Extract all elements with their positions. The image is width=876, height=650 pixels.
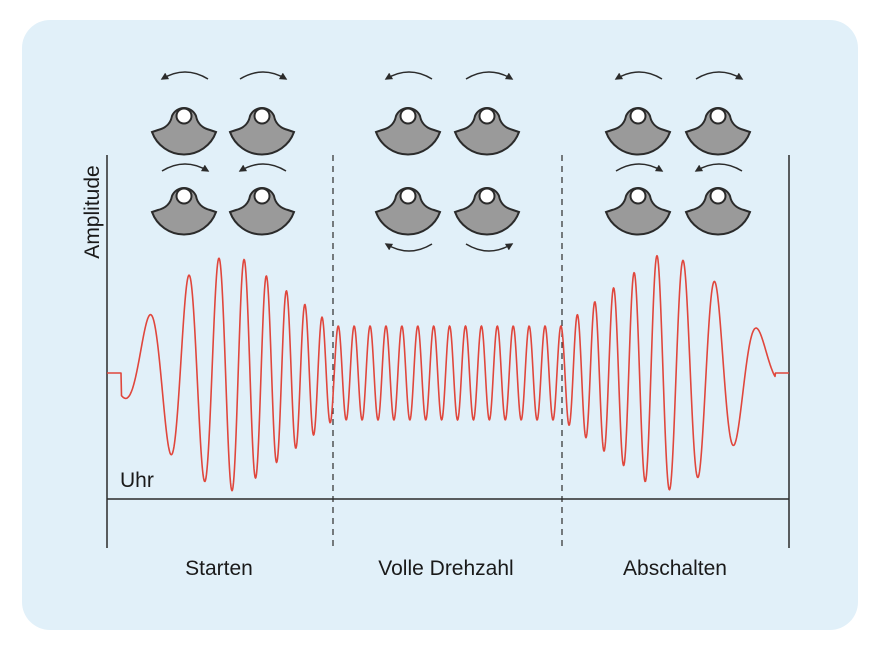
eccentric-weight-icon <box>228 107 296 156</box>
phase-label-start: Starten <box>185 557 253 580</box>
rotation-arrow-icon <box>161 163 210 172</box>
rotation-arrow-icon <box>615 163 664 172</box>
amplitude-signal-line <box>106 254 790 492</box>
eccentric-weight-icon <box>150 187 218 236</box>
x-axis-label: Uhr <box>120 469 154 492</box>
rotation-arrow-icon <box>694 163 743 172</box>
eccentric-weight-icon <box>453 187 521 236</box>
eccentric-weight-icon <box>374 107 442 156</box>
eccentric-weight-icon <box>604 107 672 156</box>
eccentric-weight-icon <box>453 107 521 156</box>
eccentric-weight-icon <box>684 187 752 236</box>
rotation-arrow-icon <box>160 71 209 80</box>
rotation-arrow-icon <box>384 243 433 252</box>
phase-label-stop: Abschalten <box>623 557 727 580</box>
rotation-arrow-icon <box>695 71 744 80</box>
rotation-arrow-icon <box>614 71 663 80</box>
eccentric-weight-icon <box>374 187 442 236</box>
rotation-arrow-icon <box>384 71 433 80</box>
rotation-arrow-icon <box>238 163 287 172</box>
eccentric-weight-icon <box>150 107 218 156</box>
eccentric-weight-icon <box>604 187 672 236</box>
phase-label-full-speed: Volle Drehzahl <box>378 557 513 580</box>
rotation-arrow-icon <box>239 71 288 80</box>
rotation-arrow-icon <box>465 243 514 252</box>
rotation-arrows-group <box>160 71 744 252</box>
eccentric-weight-icon <box>228 187 296 236</box>
eccentric-weights-group <box>150 107 752 236</box>
eccentric-weight-icon <box>684 107 752 156</box>
rotation-arrow-icon <box>465 71 514 80</box>
y-axis-label: Amplitude <box>81 165 104 258</box>
